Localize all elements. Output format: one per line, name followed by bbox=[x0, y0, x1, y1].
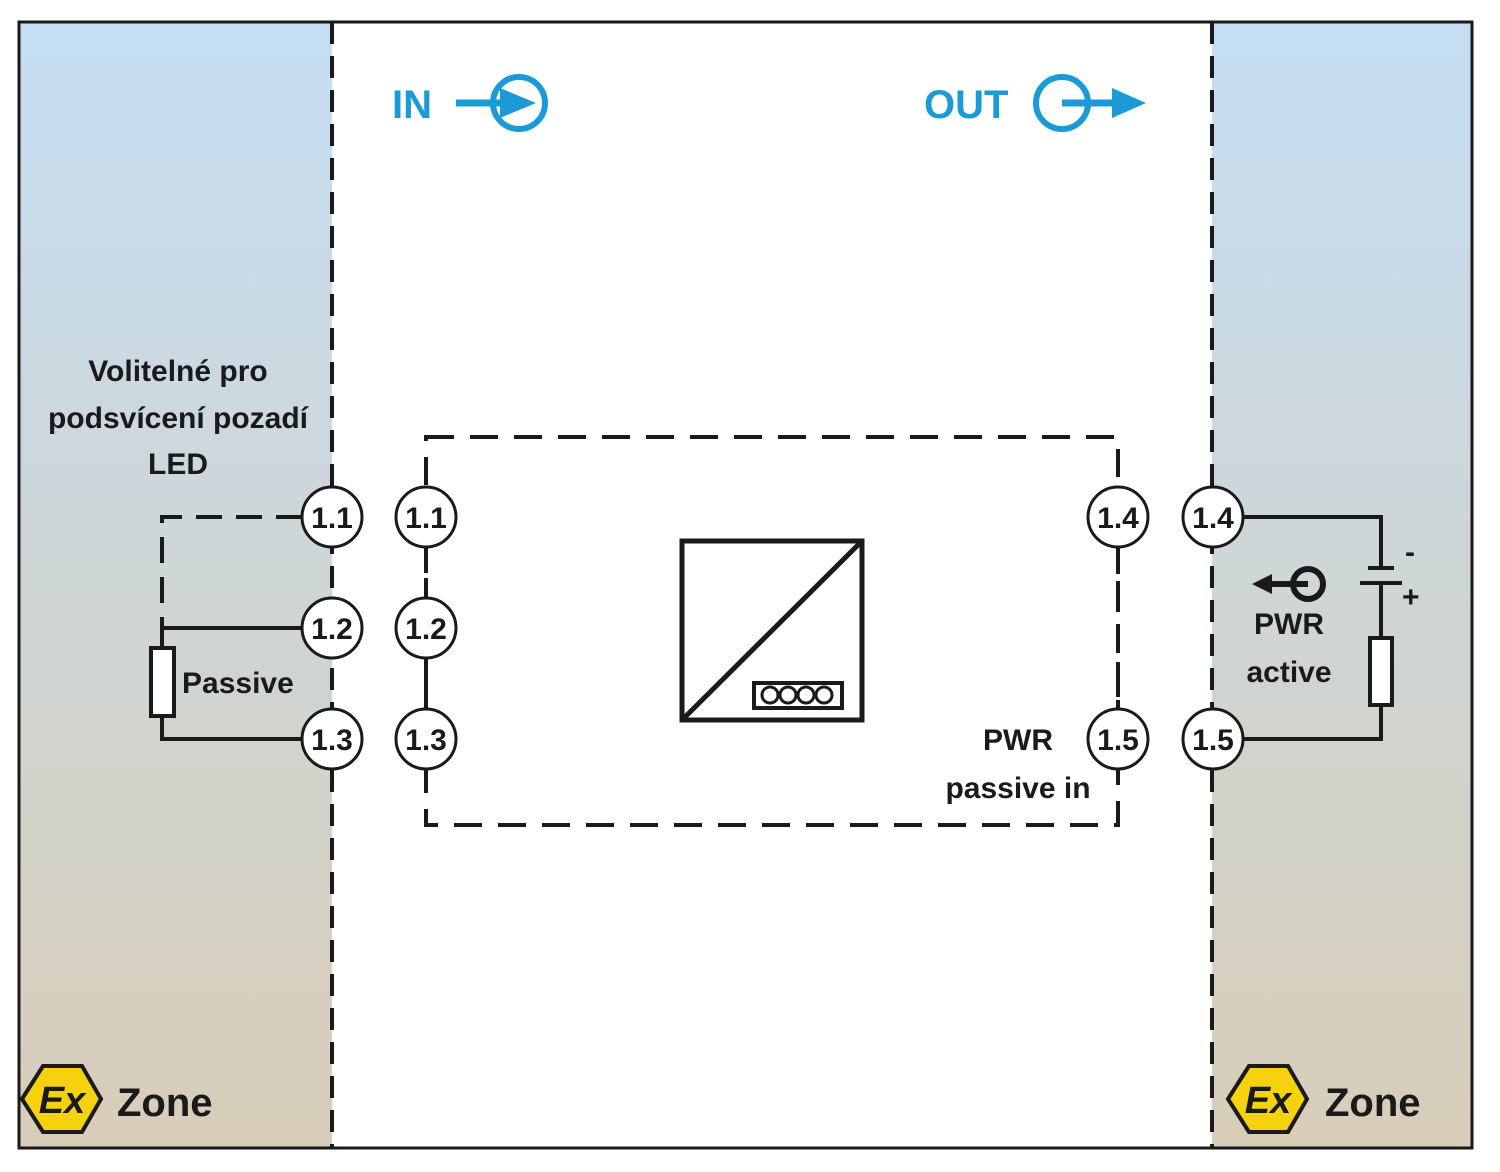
pwr-source-icon bbox=[1252, 566, 1326, 602]
terminal-right-outer-5: 1.5 bbox=[1181, 707, 1245, 771]
pwr-active-line-1: PWR bbox=[1254, 608, 1324, 641]
zone-label-left: Zone bbox=[117, 1081, 213, 1125]
passive-label: Passive bbox=[182, 667, 294, 700]
svg-text:1.1: 1.1 bbox=[405, 502, 447, 535]
in-arrow-icon bbox=[456, 74, 548, 132]
svg-text:1.1: 1.1 bbox=[311, 502, 353, 535]
ex-zone-right-icon: Ex bbox=[1225, 1064, 1310, 1134]
terminal-right-inner-4: 1.4 bbox=[1086, 485, 1150, 549]
ex-zone-left bbox=[20, 22, 332, 1148]
terminal-right-outer-4: 1.4 bbox=[1181, 485, 1245, 549]
svg-text:1.4: 1.4 bbox=[1192, 502, 1234, 535]
svg-text:1.2: 1.2 bbox=[311, 613, 353, 646]
active-source-wiring bbox=[1244, 515, 1402, 741]
terminal-left-outer-2: 1.2 bbox=[300, 596, 364, 660]
svg-text:1.4: 1.4 bbox=[1097, 502, 1139, 535]
svg-text:Ex: Ex bbox=[1245, 1080, 1293, 1122]
optional-note-line-3: LED bbox=[148, 448, 208, 481]
passive-sensor-wiring bbox=[149, 515, 302, 741]
pwr-passive-in-line-2: passive in bbox=[945, 772, 1090, 805]
ex-zone-right bbox=[1212, 22, 1472, 1148]
ex-zone-left-icon: Ex bbox=[19, 1064, 104, 1134]
out-label: OUT bbox=[924, 83, 1008, 127]
svg-text:1.5: 1.5 bbox=[1097, 724, 1139, 757]
svg-text:Ex: Ex bbox=[39, 1080, 87, 1122]
zone-label-right: Zone bbox=[1325, 1081, 1421, 1125]
terminal-right-inner-5: 1.5 bbox=[1086, 707, 1150, 771]
optional-note-line-1: Volitelné pro bbox=[88, 355, 267, 388]
in-label: IN bbox=[392, 83, 432, 127]
optional-note-line-2: podsvícení pozadí bbox=[48, 402, 310, 435]
pwr-active-line-2: active bbox=[1246, 656, 1331, 689]
svg-text:1.2: 1.2 bbox=[405, 613, 447, 646]
terminal-left-inner-1: 1.1 bbox=[394, 485, 458, 549]
terminal-left-outer-1: 1.1 bbox=[300, 485, 364, 549]
pwr-passive-in-line-1: PWR bbox=[983, 724, 1053, 757]
svg-text:1.5: 1.5 bbox=[1192, 724, 1234, 757]
terminal-left-inner-3: 1.3 bbox=[394, 707, 458, 771]
svg-text:1.3: 1.3 bbox=[311, 724, 353, 757]
polarity-minus: - bbox=[1405, 536, 1415, 569]
converter-symbol-icon bbox=[679, 538, 865, 723]
polarity-plus: + bbox=[1402, 581, 1420, 614]
out-arrow-icon bbox=[1033, 74, 1146, 132]
terminal-left-outer-3: 1.3 bbox=[300, 707, 364, 771]
diagram-frame bbox=[17, 20, 1474, 1150]
svg-text:1.3: 1.3 bbox=[405, 724, 447, 757]
terminal-left-inner-2: 1.2 bbox=[394, 596, 458, 660]
